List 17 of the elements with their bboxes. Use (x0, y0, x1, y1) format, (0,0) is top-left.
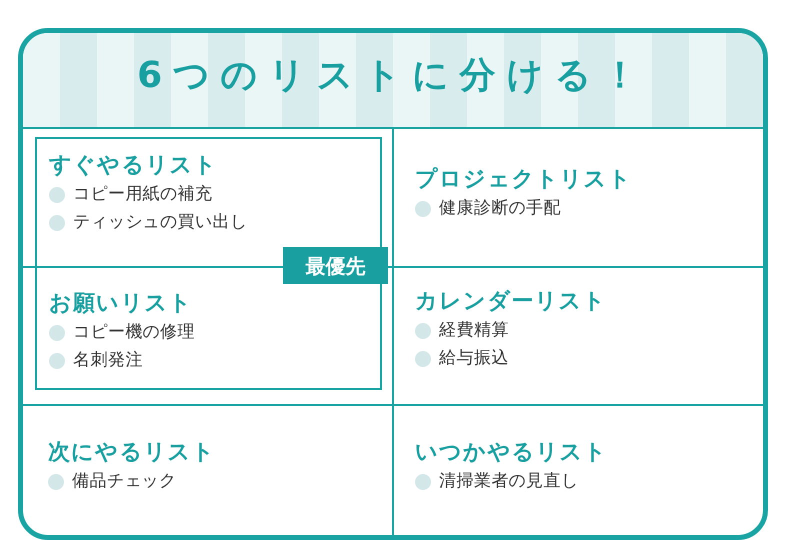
list-heading: プロジェクトリスト (415, 166, 633, 194)
list-heading: お願いリスト (49, 290, 194, 318)
list-item: 備品チェック (72, 470, 177, 494)
list-heading: すぐやるリスト (49, 152, 219, 180)
list-item: ティッシュの買い出し (73, 211, 248, 234)
list-heading: 次にやるリスト (48, 439, 217, 467)
list-heading: カレンダーリスト (415, 288, 608, 316)
list-item: コピー用紙の補充 (73, 183, 212, 206)
list-item: 給与振込 (439, 347, 509, 370)
title: 6つのリストに分ける！ (137, 54, 649, 98)
list-item: 経費精算 (439, 319, 509, 342)
priority-tag: 最優先 (283, 247, 388, 284)
list-item: 名刺発注 (73, 349, 143, 372)
list-item: コピー機の修理 (73, 321, 195, 344)
list-item: 清掃業者の見直し (439, 470, 578, 494)
list-heading: いつかやるリスト (415, 439, 609, 467)
list-item: 健康診断の手配 (439, 197, 561, 220)
